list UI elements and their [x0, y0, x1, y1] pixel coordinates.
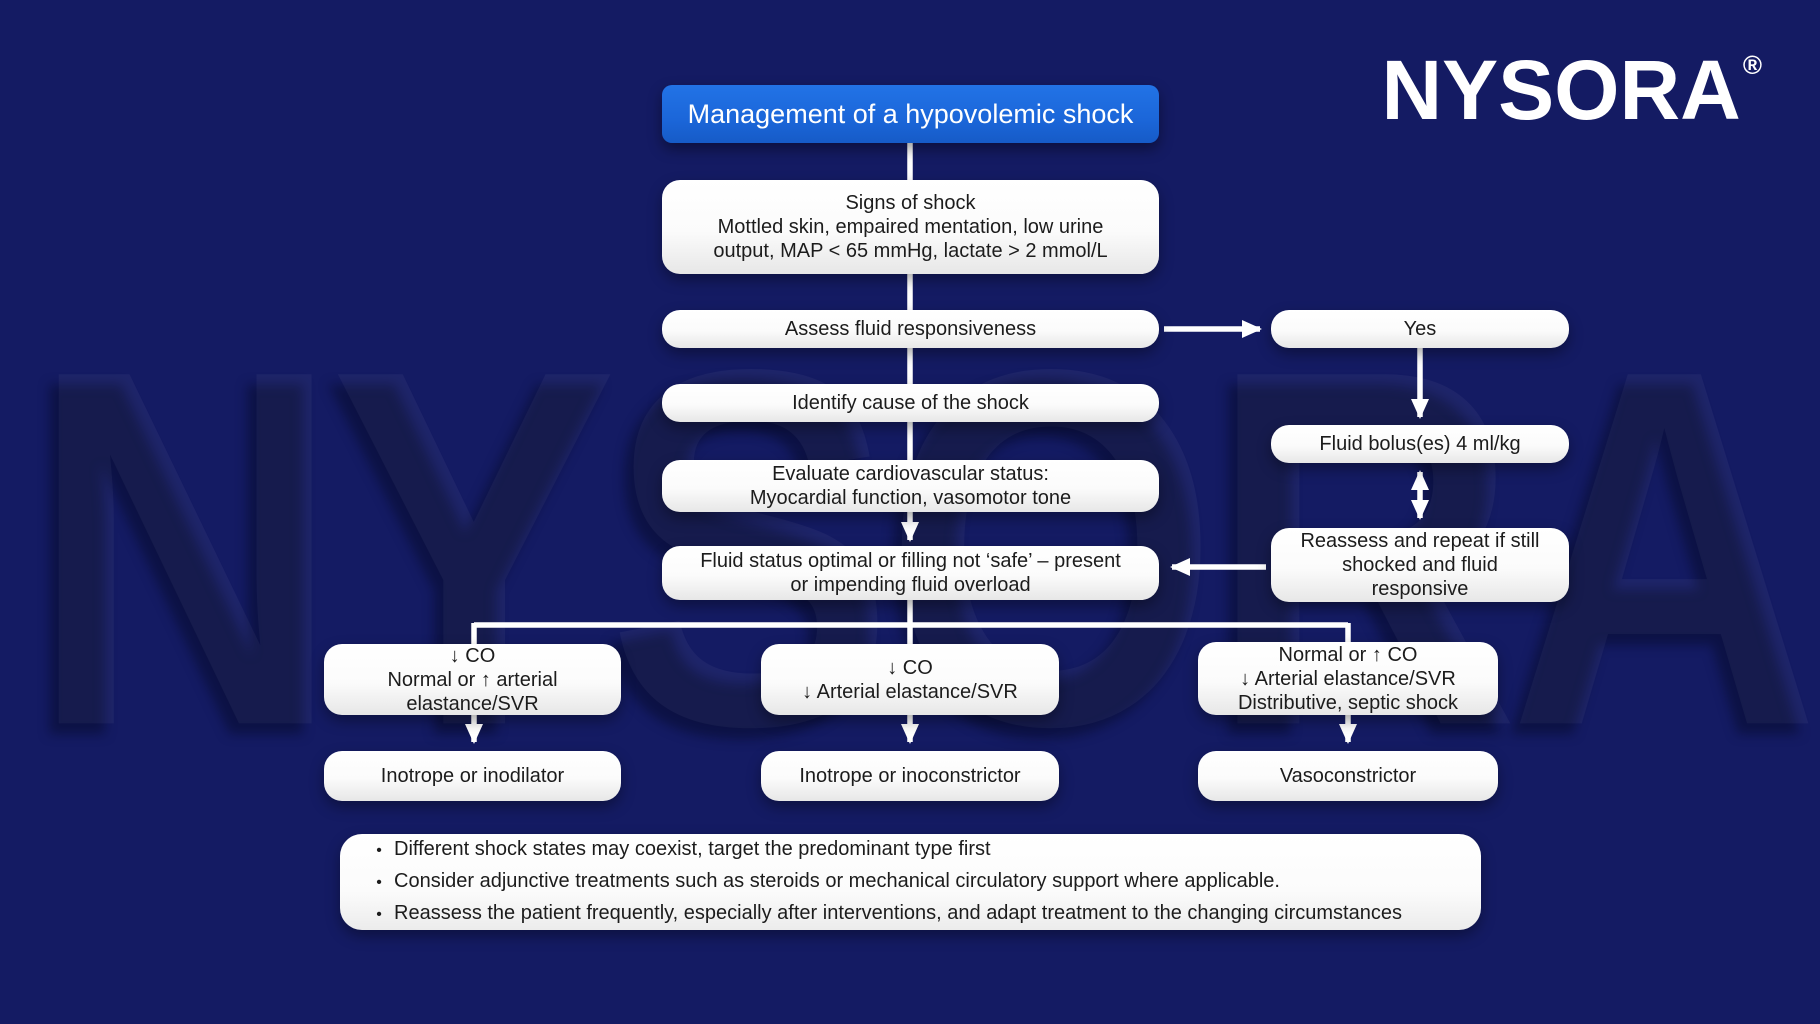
- nysora-logo: NYSORA ®: [1381, 48, 1762, 132]
- node-leaf-left-label: Inotrope or inodilator: [380, 765, 565, 787]
- bullet-icon: •: [376, 842, 382, 859]
- node-fluid-bolus-label: Fluid bolus(es) 4 ml/kg: [1319, 433, 1521, 455]
- node-inotrope-inoconstrictor: Inotrope or inoconstrictor: [761, 751, 1059, 801]
- node-branch-left-line2: Normal or ↑ arterial: [387, 668, 558, 691]
- node-inotrope-inodilator: Inotrope or inodilator: [324, 751, 621, 801]
- node-identify-label: Identify cause of the shock: [792, 392, 1029, 414]
- node-branch-center-line1: ↓ CO: [887, 656, 933, 679]
- node-branch-distributive: Normal or ↑ CO ↓ Arterial elastance/SVR …: [1198, 642, 1498, 715]
- node-branch-left-line3: elastance/SVR: [406, 692, 539, 715]
- node-fluid-status-line2: or impending fluid overload: [790, 574, 1031, 596]
- node-fluid-status: Fluid status optimal or filling not ‘saf…: [662, 546, 1159, 600]
- node-fluid-status-line1: Fluid status optimal or filling not ‘saf…: [700, 550, 1121, 572]
- note-text-1: Different shock states may coexist, targ…: [394, 838, 991, 860]
- node-signs-line3: output, MAP < 65 mmHg, lactate > 2 mmol/…: [713, 240, 1108, 262]
- node-signs-line1: Signs of shock: [845, 192, 976, 214]
- node-branch-right-line1: Normal or ↑ CO: [1278, 643, 1418, 666]
- nysora-logo-text: NYSORA: [1381, 43, 1741, 137]
- notes-box: • Different shock states may coexist, ta…: [340, 834, 1481, 930]
- node-evaluate-line1: Evaluate cardiovascular status:: [772, 463, 1049, 485]
- node-vasoconstrictor: Vasoconstrictor: [1198, 751, 1498, 801]
- note-item: • Consider adjunctive treatments such as…: [364, 866, 1451, 898]
- bullet-icon: •: [376, 906, 382, 923]
- node-assess-fluid-responsiveness: Assess fluid responsiveness: [662, 310, 1159, 348]
- node-evaluate-line2: Myocardial function, vasomotor tone: [749, 487, 1072, 509]
- node-signs-line2: Mottled skin, empaired mentation, low ur…: [717, 216, 1104, 238]
- node-title-label: Management of a hypovolemic shock: [687, 98, 1134, 129]
- node-reassess-line1: Reassess and repeat if still: [1300, 530, 1540, 552]
- node-branch-low-co-low-svr: ↓ CO ↓ Arterial elastance/SVR: [761, 644, 1059, 715]
- node-identify-cause: Identify cause of the shock: [662, 384, 1159, 422]
- node-branch-center-line2: ↓ Arterial elastance/SVR: [802, 680, 1018, 703]
- node-leaf-center-label: Inotrope or inoconstrictor: [799, 765, 1021, 787]
- bullet-icon: •: [376, 874, 382, 891]
- node-reassess-line2: shocked and fluid: [1342, 554, 1498, 576]
- node-title: Management of a hypovolemic shock: [662, 85, 1159, 143]
- node-branch-left-line1: ↓ CO: [449, 644, 496, 667]
- node-leaf-right-label: Vasoconstrictor: [1279, 765, 1417, 787]
- node-reassess-line3: responsive: [1371, 578, 1469, 600]
- note-item: • Reassess the patient frequently, espec…: [364, 898, 1451, 930]
- node-assess-label: Assess fluid responsiveness: [784, 318, 1037, 340]
- note-text-2: Consider adjunctive treatments such as s…: [394, 870, 1280, 892]
- node-signs-of-shock: Signs of shock Mottled skin, empaired me…: [662, 180, 1159, 274]
- note-text-3: Reassess the patient frequently, especia…: [394, 902, 1402, 924]
- node-reassess-repeat: Reassess and repeat if still shocked and…: [1271, 528, 1569, 602]
- node-branch-low-co-high-svr: ↓ CO Normal or ↑ arterial elastance/SVR: [324, 644, 621, 715]
- node-fluid-bolus: Fluid bolus(es) 4 ml/kg: [1271, 425, 1569, 463]
- node-yes: Yes: [1271, 310, 1569, 348]
- node-branch-right-line2: ↓ Arterial elastance/SVR: [1240, 667, 1456, 690]
- connector-branch-tree: [471, 598, 1351, 648]
- note-item: • Different shock states may coexist, ta…: [364, 834, 1451, 866]
- registered-trademark-icon: ®: [1742, 50, 1762, 80]
- node-yes-label: Yes: [1403, 318, 1437, 340]
- node-branch-right-line3: Distributive, septic shock: [1237, 691, 1459, 714]
- node-evaluate-cardiovascular: Evaluate cardiovascular status: Myocardi…: [662, 460, 1159, 512]
